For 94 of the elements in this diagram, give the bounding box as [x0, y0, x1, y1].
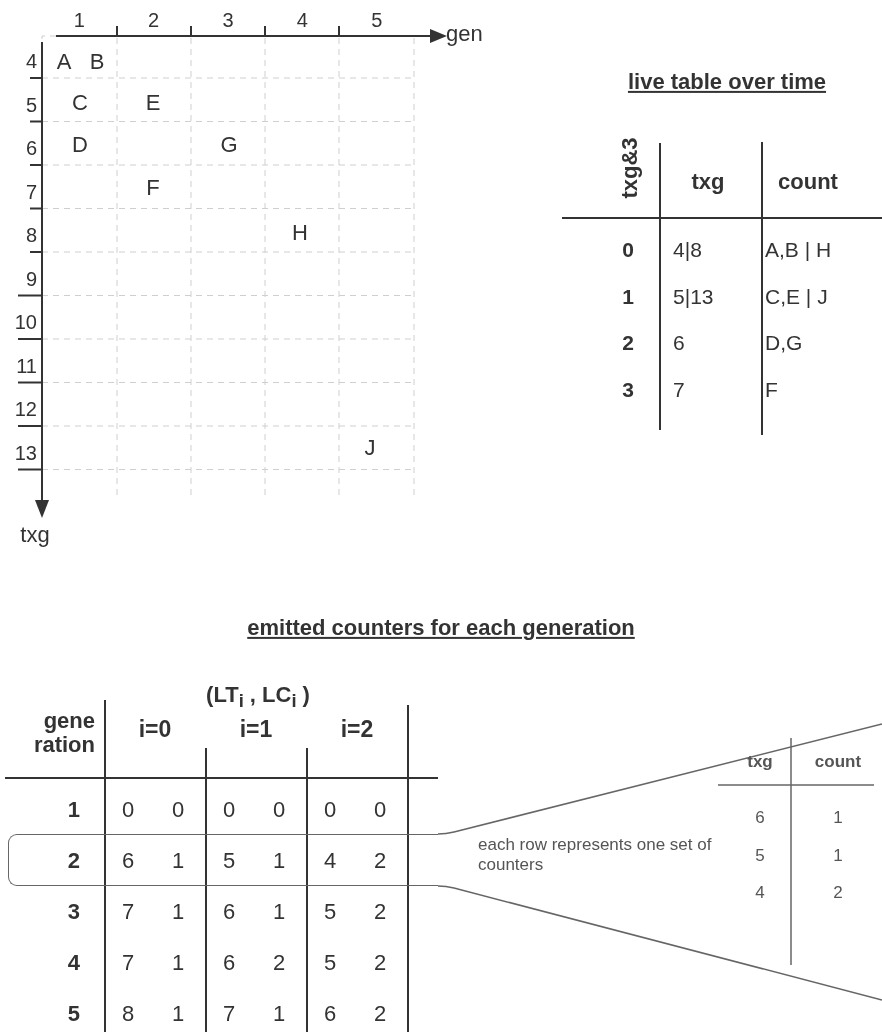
point-label: D: [72, 132, 88, 158]
row-header: 1: [67, 797, 80, 823]
row-header: 2: [67, 848, 80, 874]
zoom-callout: [438, 723, 882, 1001]
table-cell: 5: [323, 899, 337, 925]
table-cell: 5|13: [673, 285, 714, 309]
row-header: 5: [67, 1001, 80, 1027]
column-header: txg: [691, 169, 725, 195]
table-cell: 6: [222, 950, 236, 976]
table-cell: 5: [323, 950, 337, 976]
table-cell: F: [765, 378, 778, 402]
table-cell: 2: [373, 899, 387, 925]
row-header: 1: [622, 285, 634, 309]
column-header: count: [814, 752, 862, 772]
column-header: count: [778, 169, 838, 195]
tick-label: 11: [16, 354, 37, 377]
table-cell: 1: [833, 808, 843, 828]
table-cell: 6: [673, 331, 685, 355]
tick-label: 7: [25, 180, 37, 203]
row-header: 0: [622, 238, 634, 262]
table-cell: 7: [121, 899, 135, 925]
point-label: F: [146, 175, 160, 201]
tick-label: 12: [14, 398, 37, 420]
row-header: 4: [67, 950, 80, 976]
table-cell: 1: [272, 899, 286, 925]
tick-label: 10: [14, 311, 37, 333]
table-cell: 4|8: [673, 238, 702, 262]
axis-label: txg: [20, 522, 50, 548]
table-cell: 6: [222, 899, 236, 925]
column-header: gene ration: [32, 708, 95, 758]
column-header: i=1: [239, 717, 273, 743]
point-label: H: [292, 220, 308, 246]
table-cell: 1: [171, 1001, 185, 1027]
point-label: C: [72, 90, 88, 116]
table-cell: D,G: [765, 331, 803, 355]
table-cell: 0: [323, 797, 337, 823]
table-cell: 5: [222, 848, 236, 874]
table-cell: 1: [272, 1001, 286, 1027]
row-highlight: [8, 834, 438, 886]
table-cell: 1: [272, 848, 286, 874]
table-cell: 2: [373, 950, 387, 976]
tick-label: 8: [25, 224, 37, 246]
table-cell: 4: [323, 848, 337, 874]
row-header: 2: [622, 331, 634, 355]
table-cell: C,E | J: [765, 285, 828, 309]
row-header: 3: [67, 899, 80, 925]
point-label: B: [89, 49, 105, 75]
table-title: emitted counters for each generation: [247, 615, 635, 641]
table-title: live table over time: [627, 69, 827, 95]
table-cell: 0: [373, 797, 387, 823]
table-cell: 7: [121, 950, 135, 976]
tick-label: 5: [25, 93, 37, 116]
table-cell: 8: [121, 1001, 135, 1027]
point-label: E: [145, 90, 161, 116]
table-cell: 1: [171, 848, 185, 874]
table-cell: 7: [673, 378, 685, 402]
tick-label: 5: [371, 9, 383, 31]
table-cell: 4: [755, 883, 765, 903]
table-cell: A,B | H: [765, 238, 832, 262]
tick-label: 9: [25, 267, 37, 290]
row-header: 3: [622, 378, 634, 402]
point-label: A: [56, 49, 72, 75]
table-cell: 2: [373, 848, 387, 874]
tick-label: 4: [296, 9, 308, 31]
point-label: J: [364, 435, 376, 461]
tick-label: 6: [25, 137, 37, 159]
table-cell: 0: [272, 797, 286, 823]
column-header: i=0: [138, 717, 172, 743]
table-cell: 0: [121, 797, 135, 823]
tick-label: 4: [25, 50, 37, 72]
table-cell: 7: [222, 1001, 236, 1027]
table-cell: 2: [833, 883, 843, 903]
column-header: i=2: [340, 717, 374, 743]
tick-label: 1: [73, 9, 85, 31]
column-header: (LT$_{i}$ , LC$_{i}$ ): [206, 682, 310, 712]
column-header: txg: [747, 752, 773, 772]
tick-label: 2: [148, 9, 160, 31]
table-cell: 0: [171, 797, 185, 823]
tick-label: 3: [222, 9, 234, 31]
table-cell: 6: [121, 848, 135, 874]
column-header: txg&3: [617, 137, 643, 199]
table-cell: 0: [222, 797, 236, 823]
table-cell: 6: [323, 1001, 337, 1027]
table-cell: 1: [171, 899, 185, 925]
table-cell: 1: [833, 846, 843, 865]
table-cell: 2: [373, 1001, 387, 1027]
callout-text: each row represents one set of counters: [478, 835, 713, 876]
point-label: G: [220, 132, 238, 158]
tick-label: 13: [14, 441, 37, 464]
table-cell: 2: [272, 950, 286, 976]
table-cell: 5: [755, 846, 765, 865]
axis-label: gen: [446, 21, 483, 47]
table-cell: 1: [171, 950, 185, 976]
table-cell: 6: [755, 808, 765, 828]
